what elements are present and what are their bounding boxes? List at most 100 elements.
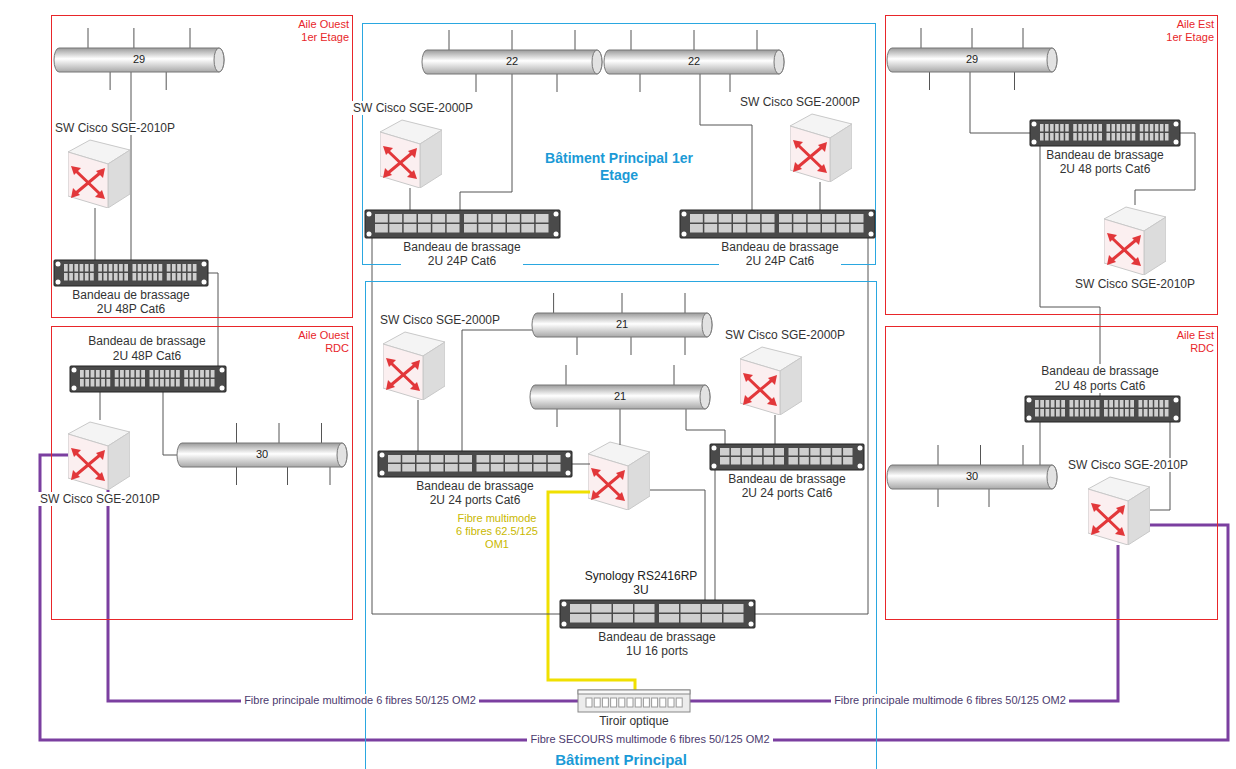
- trunk-number: 30: [887, 465, 1057, 489]
- port: [1061, 400, 1065, 408]
- port: [431, 464, 444, 472]
- port: [832, 448, 841, 456]
- trunk-body: [887, 48, 1057, 72]
- rack-hole: [869, 232, 874, 237]
- port: [171, 379, 175, 387]
- trunk-body: [54, 48, 224, 72]
- port: [793, 224, 806, 233]
- port: [1046, 409, 1050, 417]
- port: [1075, 400, 1079, 408]
- port: [402, 455, 415, 463]
- port: [80, 379, 84, 387]
- port: [1096, 400, 1100, 408]
- patch-panel-shape: [1025, 396, 1180, 422]
- port: [1144, 409, 1148, 417]
- port: [417, 455, 430, 463]
- cable-stub: [110, 72, 111, 90]
- port: [1091, 409, 1095, 417]
- port: [205, 379, 209, 387]
- port: [1104, 400, 1108, 408]
- port: [507, 214, 520, 223]
- patch-panel: Bandeau de brassage 2U 48P Cat6: [54, 260, 208, 286]
- port: [171, 370, 175, 378]
- port: [1109, 409, 1113, 417]
- cable-stub: [553, 293, 554, 313]
- switch-icon: [380, 120, 442, 188]
- port: [195, 370, 199, 378]
- panel-ports: [388, 455, 561, 472]
- switch-node: SW Cisco SGE-2000P: [790, 112, 852, 182]
- cable-trunk: 29: [887, 48, 1057, 72]
- port: [1050, 133, 1054, 141]
- switch-node: SW Cisco SGE-2000P: [380, 118, 442, 188]
- port: [789, 448, 798, 456]
- fibre-port: [676, 698, 682, 707]
- port: [125, 379, 129, 387]
- port: [459, 455, 472, 463]
- port: [1056, 409, 1060, 417]
- port: [836, 224, 849, 233]
- port: [789, 457, 798, 465]
- port: [1085, 409, 1089, 417]
- patch-panel: Bandeau de brassage 1U 16 ports: [560, 600, 755, 628]
- copper-link: [970, 72, 1030, 133]
- port: [536, 214, 549, 223]
- port: [1080, 400, 1084, 408]
- port: [1093, 133, 1097, 141]
- port: [505, 464, 518, 472]
- port: [74, 273, 78, 281]
- switch-node-shape: [68, 420, 130, 490]
- port: [447, 214, 460, 223]
- port: [507, 224, 520, 233]
- rack-hole: [202, 262, 207, 267]
- cable-stub: [557, 74, 558, 92]
- port: [176, 379, 180, 387]
- port: [1083, 133, 1087, 141]
- cable-stub: [236, 467, 237, 485]
- port: [779, 224, 792, 233]
- switch-node: SW Cisco SGE-2000P: [740, 345, 802, 415]
- port: [1120, 409, 1124, 417]
- port: [85, 370, 89, 378]
- port: [109, 264, 113, 272]
- port: [1115, 409, 1119, 417]
- rack-hole: [749, 622, 754, 627]
- patch-panel-shape: [365, 210, 560, 238]
- panel-ports: [80, 370, 215, 387]
- port: [1060, 124, 1064, 132]
- patch-panel-shape: [1030, 120, 1180, 146]
- rack-hole: [1032, 140, 1037, 145]
- port: [432, 224, 445, 233]
- zone-region: 2222SW Cisco SGE-2000PSW Cisco SGE-2000P…: [362, 23, 876, 265]
- switch-node: SW Cisco SGE-2010P: [1104, 205, 1166, 275]
- port: [690, 214, 703, 223]
- port: [742, 448, 751, 456]
- panel-label: Bandeau de brassage 2U 24 ports Cat6: [726, 472, 848, 501]
- port: [402, 464, 415, 472]
- cable-stub: [236, 423, 237, 443]
- cable-stub: [972, 28, 973, 48]
- copper-link: [208, 273, 218, 366]
- port: [613, 614, 633, 623]
- cable-stub: [921, 28, 922, 48]
- patch-panel: Bandeau de brassage 2U 24P Cat6: [680, 210, 875, 238]
- cable-stub: [321, 423, 322, 443]
- port: [1061, 409, 1065, 417]
- port: [1070, 409, 1074, 417]
- device-label: Synology RS2416RP 3U: [579, 569, 704, 598]
- switch-label: SW Cisco SGE-2010P: [1073, 277, 1197, 291]
- port: [1125, 409, 1129, 417]
- copper-link: [462, 330, 532, 451]
- port: [1117, 124, 1121, 132]
- port: [85, 264, 89, 272]
- cable-stub: [938, 445, 939, 465]
- port: [779, 214, 792, 223]
- port: [1035, 400, 1039, 408]
- cable-trunk: 21: [532, 313, 712, 337]
- port: [133, 273, 137, 281]
- port: [159, 264, 163, 272]
- port: [1070, 400, 1074, 408]
- port: [762, 214, 775, 223]
- cable-stub: [631, 30, 632, 50]
- port: [143, 273, 147, 281]
